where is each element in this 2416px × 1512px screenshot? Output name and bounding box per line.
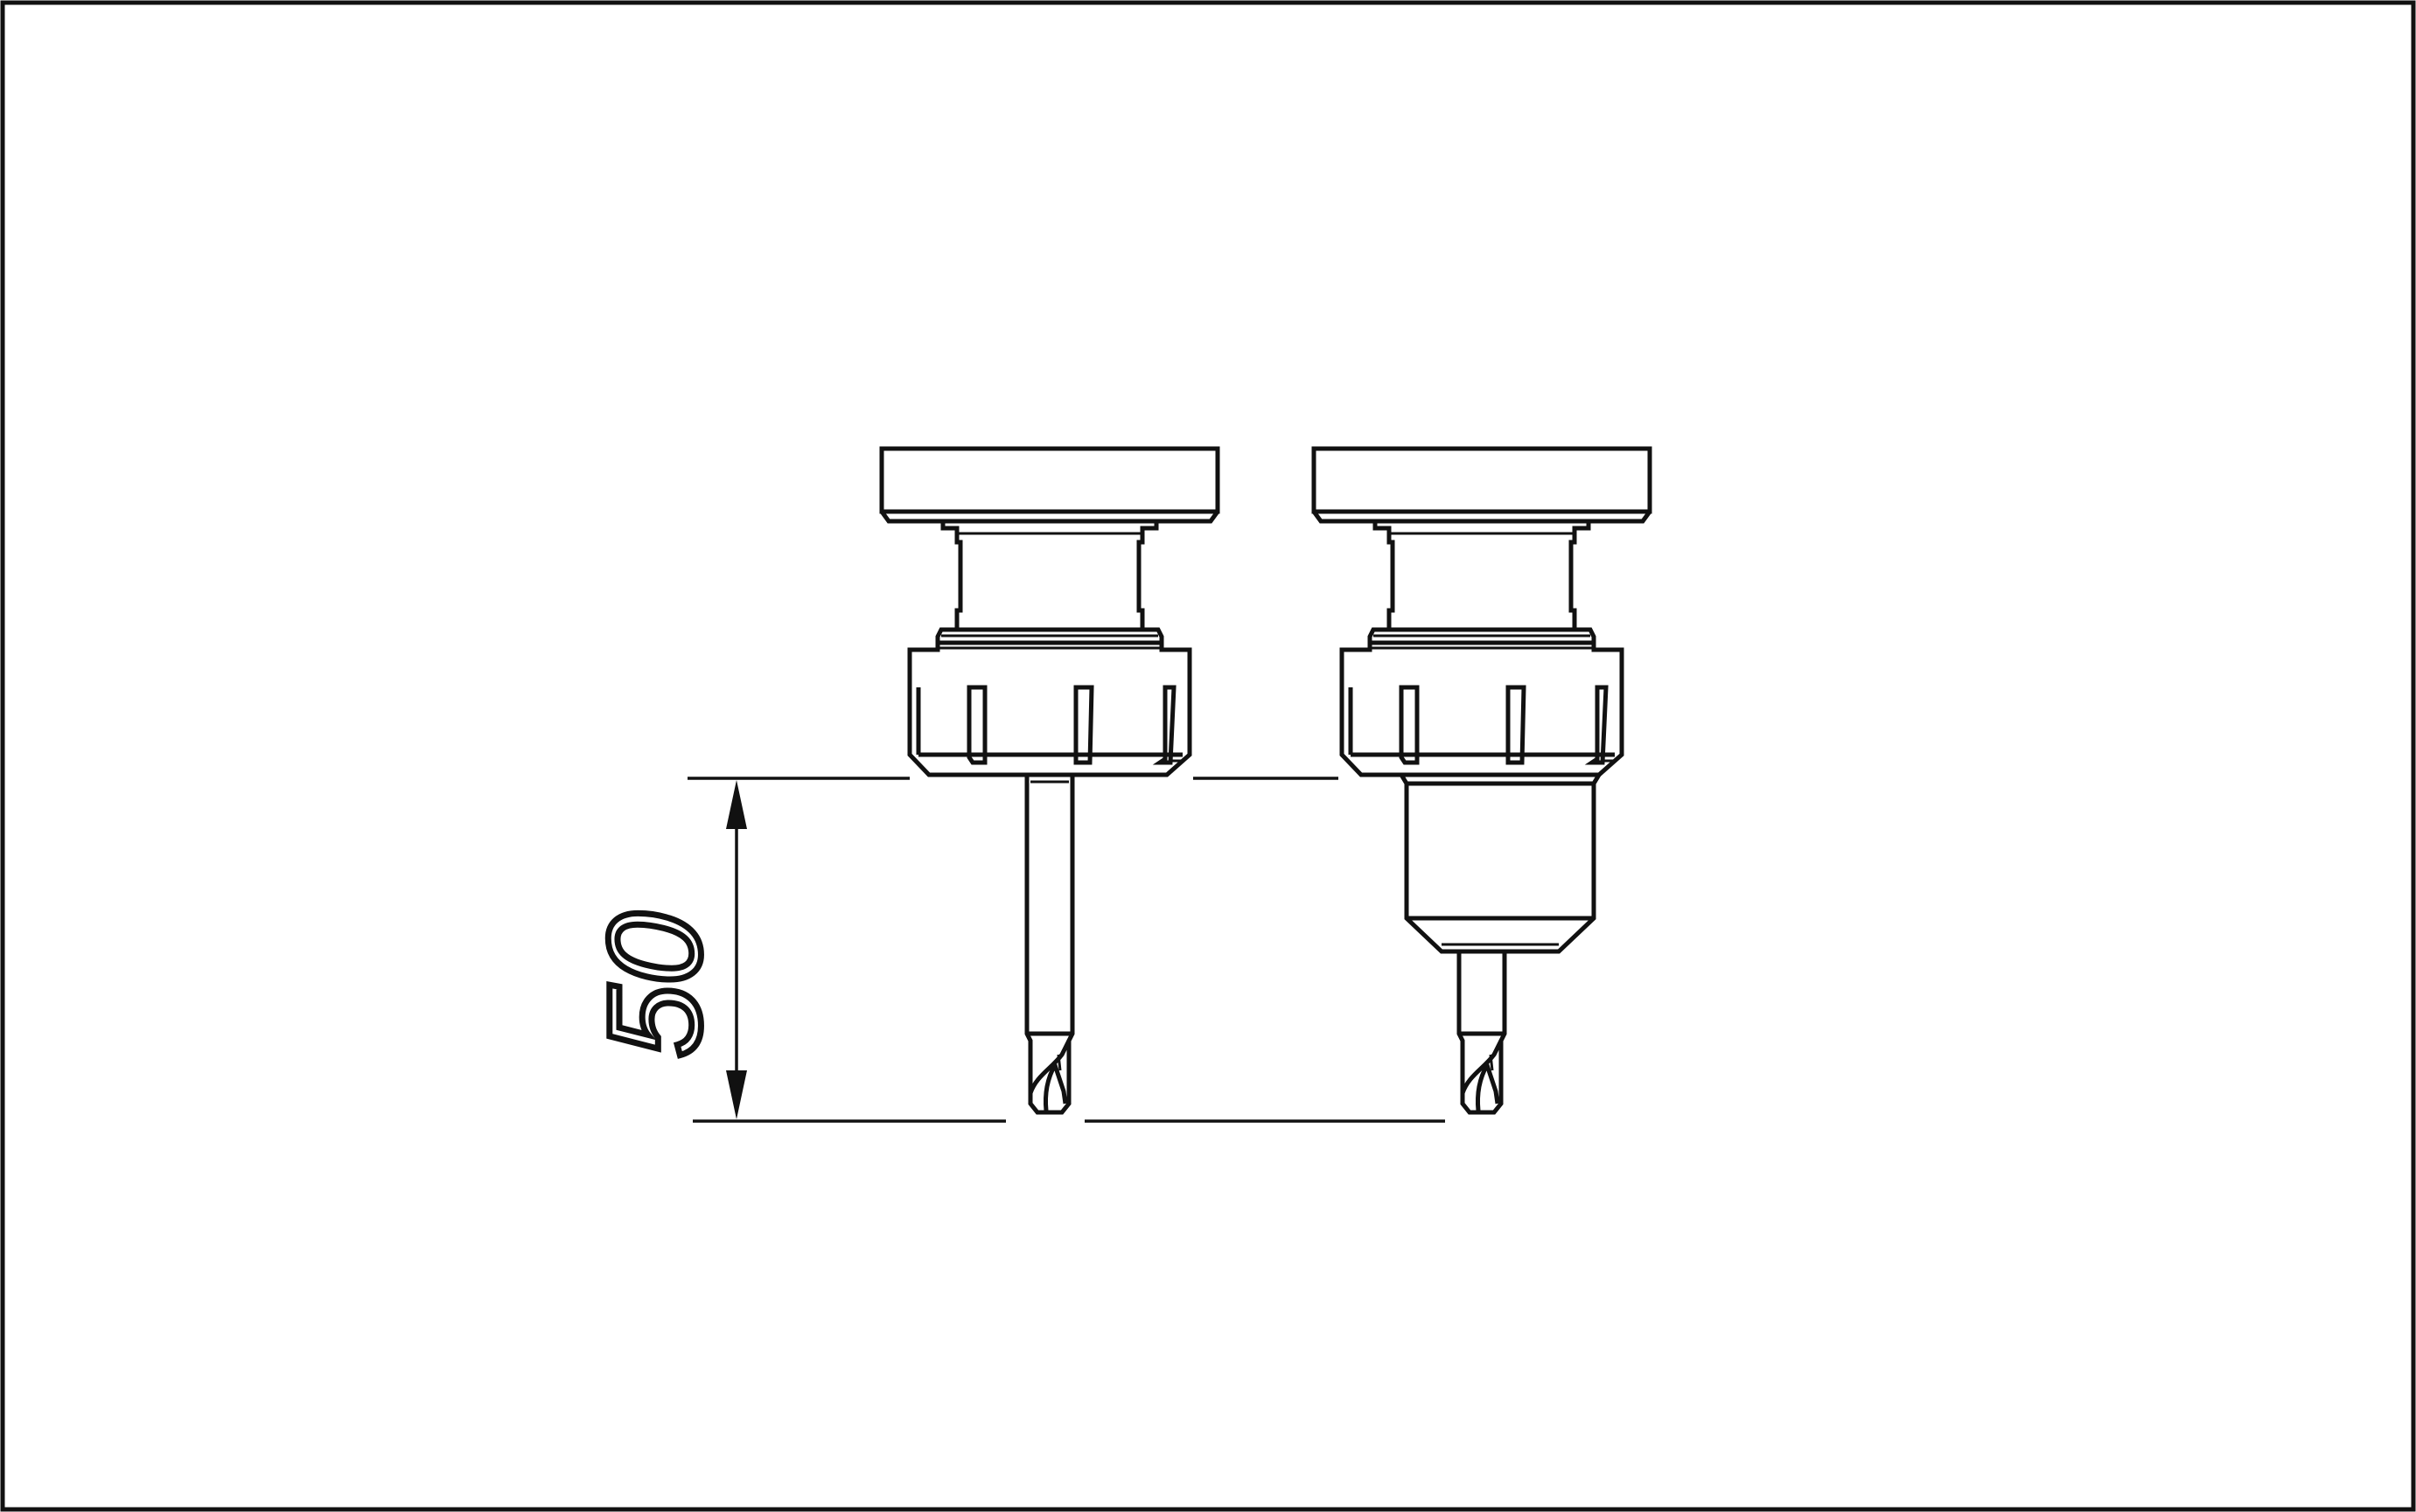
left-flute-1 <box>1028 1039 1072 1094</box>
right-flute-2 <box>1476 1059 1500 1111</box>
right-extension-body <box>1399 773 1602 954</box>
dimension-label: 50 <box>581 912 728 1058</box>
dimension-arrow-bottom <box>726 1070 747 1119</box>
left-tool-assembly <box>879 446 1220 1115</box>
left-shank <box>1024 775 1075 1115</box>
right-flute-1 <box>1460 1039 1504 1094</box>
left-flange-top <box>879 446 1220 514</box>
left-neck-side-r <box>1136 521 1159 632</box>
left-collet-nut <box>907 643 1192 777</box>
dimension-annotation: 50 <box>578 777 1445 1123</box>
left-slot-1 <box>967 685 988 765</box>
right-collet-nut <box>1339 643 1624 777</box>
left-flute-2 <box>1044 1059 1068 1111</box>
right-slot-1 <box>1399 685 1420 765</box>
left-slot-2 <box>1073 685 1094 765</box>
right-slot-2 <box>1505 685 1526 765</box>
right-flange-top <box>1311 446 1652 514</box>
right-tool-assembly <box>1311 446 1652 1115</box>
right-neck-side-r <box>1568 521 1591 632</box>
left-neck-side-l <box>940 521 963 632</box>
right-shank <box>1456 951 1507 1115</box>
right-flange-bevel <box>1311 510 1652 524</box>
dimension-arrow-top <box>726 780 747 829</box>
right-slot-3 <box>1584 685 1609 765</box>
left-flange-bevel <box>879 510 1220 524</box>
right-neck-side-l <box>1372 521 1395 632</box>
left-slot-3 <box>1152 685 1177 765</box>
